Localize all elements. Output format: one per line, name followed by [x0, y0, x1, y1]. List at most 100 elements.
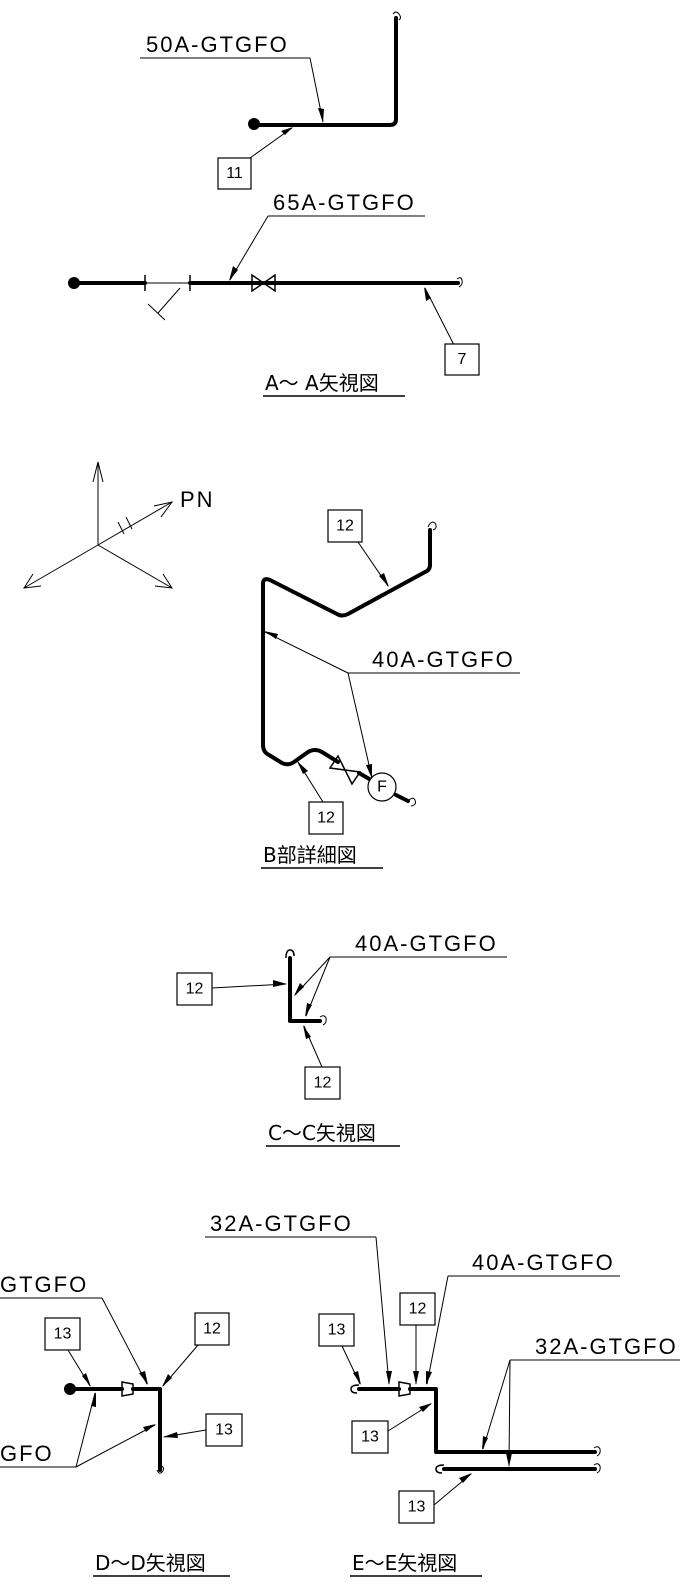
pipe-end-cap	[248, 118, 260, 130]
tag-box	[217, 157, 252, 190]
arrowhead	[419, 1403, 432, 1412]
pipe-50a	[253, 16, 398, 127]
view-title-ee: E～E矢視図	[352, 1551, 457, 1575]
tag-box	[308, 801, 344, 835]
view-title-cc: C～C矢視図	[268, 1121, 376, 1145]
break-mark	[593, 1463, 601, 1474]
arrowhead	[318, 108, 324, 123]
view-cc: 40A-GTGFO 12 12 C～C矢視図	[176, 931, 507, 1147]
view-ee: 32A-GTGFO 40A-GTGFO 32A-GTGFO 12 13 13 1…	[205, 1211, 680, 1577]
label-dd-top: GTGFO	[0, 1272, 88, 1297]
arrowhead	[294, 983, 304, 996]
label-50a: 50A-GTGFO	[146, 32, 289, 57]
arrowhead	[273, 980, 287, 987]
valve-icon	[251, 273, 276, 293]
view-title-bb: B部詳細図	[263, 843, 357, 867]
arrowhead	[379, 573, 389, 587]
arrowhead	[426, 1371, 432, 1385]
arrowhead	[23, 573, 42, 589]
branch-line	[147, 303, 166, 321]
pipe-40a	[288, 956, 322, 1023]
label-40a: 40A-GTGFO	[355, 931, 498, 956]
arrowhead	[297, 761, 308, 774]
arrowhead	[162, 1374, 172, 1387]
tag-box	[399, 1292, 436, 1326]
leader-line	[75, 1424, 156, 1468]
arrowhead	[82, 1373, 91, 1387]
label-32a-right: 32A-GTGFO	[535, 1334, 678, 1359]
axis-right	[97, 544, 173, 589]
break-mark	[427, 521, 437, 531]
tag-box	[176, 972, 213, 1006]
arrowhead	[305, 1003, 312, 1017]
reducer-icon	[398, 1381, 411, 1397]
pipe-end-cap	[64, 1383, 76, 1395]
leader-line	[482, 1359, 511, 1450]
tag-box	[327, 509, 363, 543]
break-mark	[407, 797, 416, 807]
arrowhead	[281, 127, 293, 135]
leader-line	[508, 1359, 511, 1467]
tag-box	[304, 1066, 341, 1100]
arrowhead	[92, 461, 104, 483]
tag-box	[444, 343, 480, 376]
tag-box	[205, 1413, 243, 1447]
arrowhead	[424, 287, 431, 301]
arrowhead	[482, 1436, 488, 1450]
tag-12: 12	[317, 810, 335, 827]
tag-box	[318, 1313, 355, 1347]
tag-12: 12	[186, 981, 204, 998]
tag-13: 13	[328, 1322, 346, 1339]
arrowhead	[153, 501, 174, 518]
leader-line	[347, 672, 373, 779]
arrowhead	[139, 1371, 148, 1385]
arrowhead	[366, 764, 372, 779]
reducer-icon	[121, 1381, 134, 1397]
view-title-aa: A～ A矢視図	[265, 371, 379, 395]
pipe-end-cap	[350, 1384, 360, 1394]
arrowhead	[154, 573, 173, 589]
tag-13: 13	[361, 1429, 379, 1446]
tag-7: 7	[458, 351, 467, 368]
pipe-end-cap	[285, 949, 295, 959]
tag-13: 13	[408, 1499, 426, 1516]
label-40a: 40A-GTGFO	[372, 647, 515, 672]
pipe-end-cap	[435, 1464, 445, 1474]
arrowhead	[163, 1432, 178, 1438]
view-aa: 50A-GTGFO 11 65A-GTGFO 7 A～ A矢視図	[68, 11, 480, 397]
flow-instrument-icon	[367, 772, 397, 802]
pipe-end-cap	[68, 277, 80, 289]
tag-12: 12	[336, 518, 354, 535]
pipe-40a	[357, 771, 373, 782]
arrowhead	[91, 1392, 96, 1407]
tag-box	[194, 1312, 230, 1346]
leader-line	[426, 1275, 449, 1385]
label-40a: 40A-GTGFO	[472, 1250, 615, 1275]
break-mark	[456, 277, 463, 288]
arrowhead	[506, 1453, 512, 1467]
tick	[117, 521, 125, 535]
tag-box	[351, 1420, 389, 1454]
label-32a-top: 32A-GTGFO	[210, 1211, 353, 1236]
arrowhead	[386, 1371, 392, 1385]
pipe-40a	[261, 528, 432, 767]
valve-icon	[328, 754, 362, 786]
arrowhead	[264, 631, 278, 639]
tag-box	[44, 1317, 81, 1351]
axis-label-pn: PN	[180, 487, 215, 512]
axis-indicator: PN	[23, 461, 215, 589]
tag-13: 13	[54, 1326, 72, 1343]
view-title-dd: D～D矢視図	[95, 1551, 206, 1575]
view-bb: F 40A-GTGFO 12 12 B部詳細図	[261, 509, 520, 869]
label-65a: 65A-GTGFO	[273, 190, 416, 215]
break-mark	[593, 1446, 601, 1457]
tag-13: 13	[215, 1422, 233, 1439]
leader-line	[101, 1297, 148, 1385]
arrowhead	[229, 266, 238, 281]
leader-line	[264, 631, 349, 674]
leader-line	[375, 1236, 390, 1385]
tag-12: 12	[203, 1321, 221, 1338]
arrowhead	[303, 1025, 311, 1039]
arrowhead	[143, 1424, 156, 1432]
